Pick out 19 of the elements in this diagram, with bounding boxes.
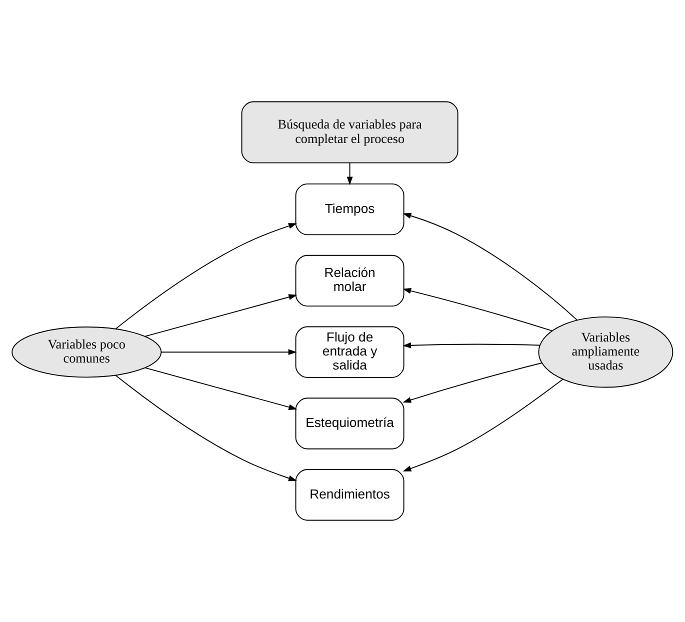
node-box: Rendimientos [295, 469, 404, 521]
node-box: Flujo de entrada y salida [295, 326, 404, 378]
node-ellipse: Variables poco comunes [12, 326, 162, 378]
arrow [402, 288, 552, 332]
arrow [402, 342, 540, 348]
arrow [160, 349, 297, 356]
node-box: Búsqueda de variables para completar el proceso [241, 101, 458, 164]
node-ellipse: Variables ampliamente usadas [538, 316, 674, 388]
arrow [402, 378, 564, 472]
node-box: Relación molar [295, 254, 404, 307]
arrow [115, 223, 297, 330]
arrow [144, 294, 298, 337]
arrow [402, 362, 542, 403]
node-box: Estequiometría [295, 398, 404, 450]
arrow [115, 374, 297, 482]
arrow [402, 212, 578, 321]
arrow [346, 162, 353, 186]
node-box: Tiempos [295, 183, 404, 236]
arrow [144, 367, 298, 410]
